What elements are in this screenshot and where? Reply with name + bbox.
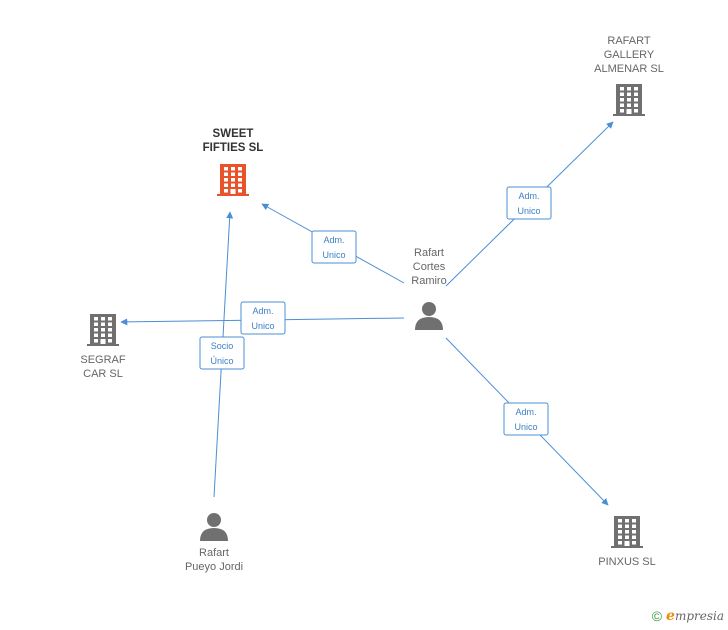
node-label: Rafart [414, 247, 444, 259]
node-label: PINXUS SL [598, 556, 655, 568]
node-label: FIFTIES SL [203, 142, 264, 154]
building-icon [87, 314, 119, 346]
node-rafart-gallery[interactable]: RAFART GALLERY ALMENAR SL [594, 35, 664, 116]
building-icon [611, 516, 643, 548]
copyright-icon: © [651, 608, 663, 624]
node-pinxus[interactable]: PINXUS SL [598, 516, 656, 568]
edge-label-frame [199, 336, 245, 370]
footer-brand: © empresia [652, 608, 724, 624]
node-label: Ramiro [411, 275, 446, 287]
building-icon [217, 164, 249, 196]
edge-label-frame [311, 230, 357, 264]
node-label: Cortes [413, 261, 446, 273]
node-label: Rafart [199, 547, 229, 559]
empresia-logo: empresia [666, 608, 724, 624]
node-label: ALMENAR SL [594, 63, 664, 75]
node-label: Pueyo Jordi [185, 561, 243, 573]
edge-label-frame [503, 402, 549, 436]
edge-label-text: Adm. [252, 306, 273, 316]
edge-label-frame [240, 301, 286, 335]
edge-label-text: Adm. [323, 235, 344, 245]
edge-label-box[interactable]: Adm. Unico [240, 301, 286, 335]
edge-label-box[interactable]: Adm. Unico [503, 402, 549, 436]
person-icon [415, 302, 443, 330]
building-icon [613, 84, 645, 116]
edge-label-box[interactable]: Adm. Unico [506, 186, 552, 220]
edge-label-text: Unico [322, 250, 345, 260]
edge-rafart_cortes-to-rafart_gallery: Adm. Unico [445, 121, 614, 287]
edge-label-text: Único [210, 356, 233, 366]
edge-label-box[interactable]: Adm. Unico [311, 230, 357, 264]
person-icon [200, 513, 228, 541]
node-label: SWEET [213, 128, 254, 140]
node-label: RAFART [607, 35, 650, 47]
node-label: SEGRAF [80, 354, 126, 366]
edge-label-text: Socio [211, 341, 234, 351]
edge-label-frame [506, 186, 552, 220]
node-segraf[interactable]: SEGRAF CAR SL [80, 314, 126, 380]
node-sweet[interactable]: SWEET FIFTIES SL [203, 128, 264, 196]
edge-label-text: Adm. [518, 191, 539, 201]
edge-label-text: Adm. [515, 407, 536, 417]
edge-label-text: Unico [517, 206, 540, 216]
edge-label-text: Unico [514, 422, 537, 432]
edge-label-text: Unico [251, 321, 274, 331]
edge-rafart_cortes-to-pinxus: Adm. Unico [445, 337, 609, 506]
node-label: GALLERY [604, 49, 655, 61]
edge-rafart_cortes-to-sweet: Adm. Unico [261, 203, 405, 284]
edge-rafart_cortes-to-segraf: Adm. Unico [120, 301, 405, 335]
node-label: CAR SL [83, 368, 123, 380]
